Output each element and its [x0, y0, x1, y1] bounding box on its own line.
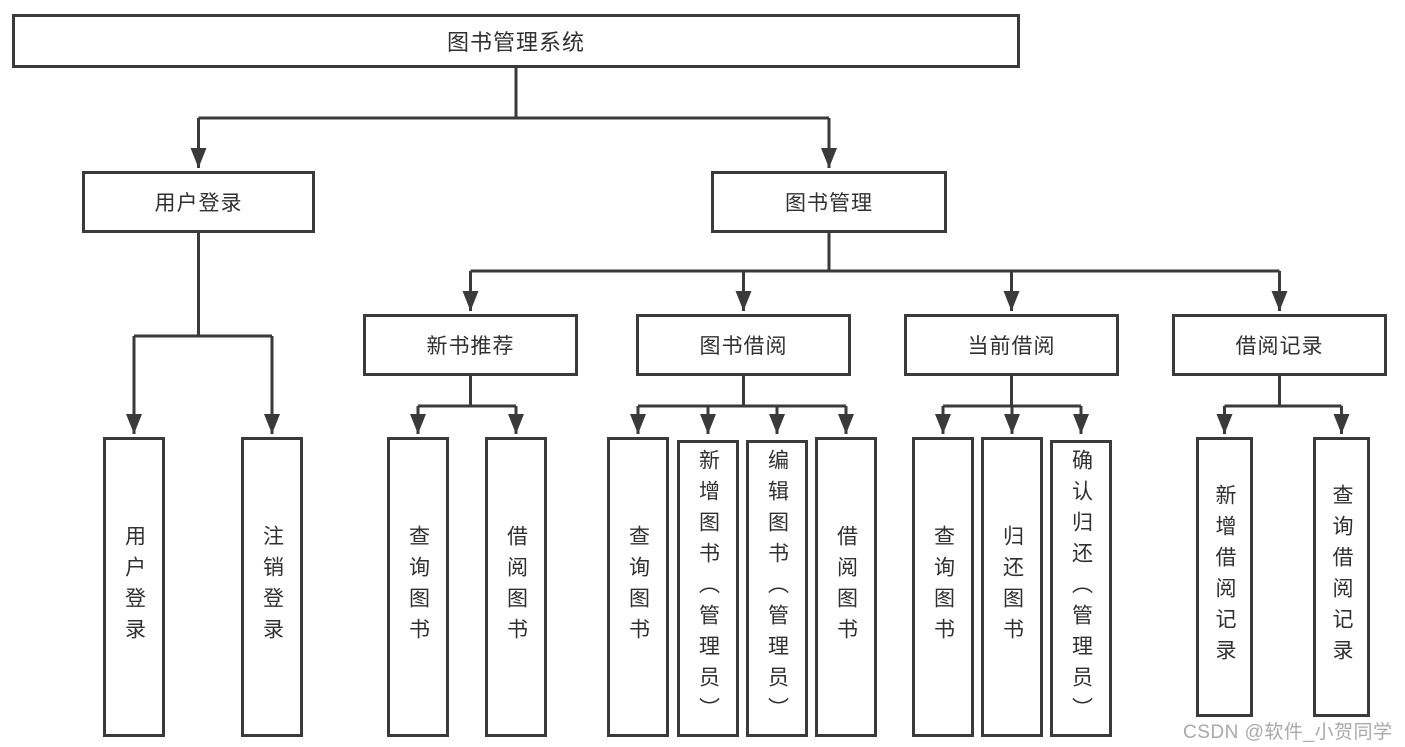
node-label: 用户登录 [154, 192, 243, 215]
node-book-borrow: 图书借阅 [636, 314, 851, 376]
node-new-book-recommend: 新书推荐 [363, 314, 578, 376]
node-label: 借阅记录 [1235, 335, 1324, 358]
node-leaf-borrow-books: 借阅图书 [485, 437, 547, 737]
node-label: 借阅图书 [504, 525, 528, 649]
node-label: 查询借阅记录 [1330, 484, 1353, 670]
node-label: 图书借阅 [699, 335, 788, 358]
node-borrow-records: 借阅记录 [1172, 314, 1387, 376]
node-leaf-query-books: 查询图书 [607, 437, 669, 737]
node-label: 查询图书 [931, 525, 955, 649]
node-label: 查询图书 [626, 525, 650, 649]
node-label: 查询图书 [406, 525, 430, 649]
node-leaf-query-borrow-record: 查询借阅记录 [1313, 437, 1370, 717]
node-label: 新增借阅记录 [1213, 484, 1236, 670]
node-label: 新增图书（管理员） [696, 449, 720, 728]
node-label: 图书管理 [785, 192, 873, 215]
node-label: 新书推荐 [426, 335, 515, 358]
node-leaf-user-login: 用户登录 [103, 437, 165, 737]
node-leaf-logout: 注销登录 [241, 437, 303, 737]
node-user-login: 用户登录 [82, 171, 315, 233]
node-leaf-confirm-return-admin: 确认归还（管理员） [1050, 440, 1112, 737]
node-leaf-query-books: 查询图书 [912, 437, 974, 737]
node-library-system: 图书管理系统 [12, 14, 1020, 68]
node-label: 借阅图书 [834, 525, 858, 649]
node-leaf-query-books: 查询图书 [387, 437, 449, 737]
node-label: 用户登录 [122, 525, 146, 649]
node-leaf-borrow-books: 借阅图书 [815, 437, 877, 737]
node-label: 归还图书 [1000, 525, 1024, 649]
node-leaf-add-book-admin: 新增图书（管理员） [677, 440, 739, 737]
csdn-watermark: CSDN @软件_小贺同学 [1183, 722, 1393, 743]
node-label: 注销登录 [260, 525, 284, 649]
node-leaf-edit-book-admin: 编辑图书（管理员） [746, 440, 808, 737]
node-leaf-add-borrow-record: 新增借阅记录 [1196, 437, 1253, 717]
node-label: 图书管理系统 [446, 30, 585, 55]
node-label: 确认归还（管理员） [1069, 449, 1093, 728]
node-leaf-return-book: 归还图书 [981, 437, 1043, 737]
node-book-management: 图书管理 [711, 171, 947, 233]
node-label: 编辑图书（管理员） [765, 449, 789, 728]
node-label: 当前借阅 [967, 335, 1056, 358]
node-current-borrow: 当前借阅 [904, 314, 1119, 376]
